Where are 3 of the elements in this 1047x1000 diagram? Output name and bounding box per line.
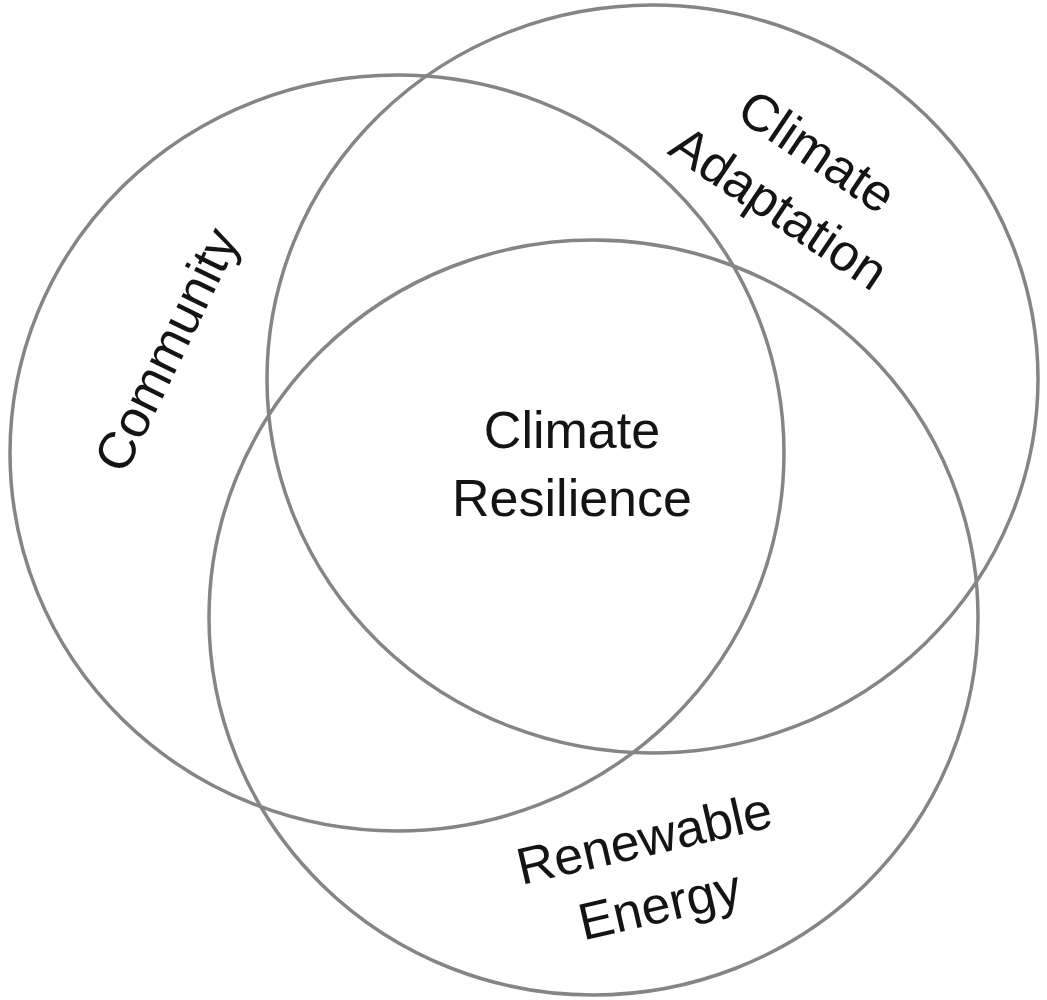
venn-ellipse xyxy=(265,3,1040,755)
set-label: Renewable Energy xyxy=(509,779,779,953)
intersection-label: Climate Resilience xyxy=(451,400,693,529)
